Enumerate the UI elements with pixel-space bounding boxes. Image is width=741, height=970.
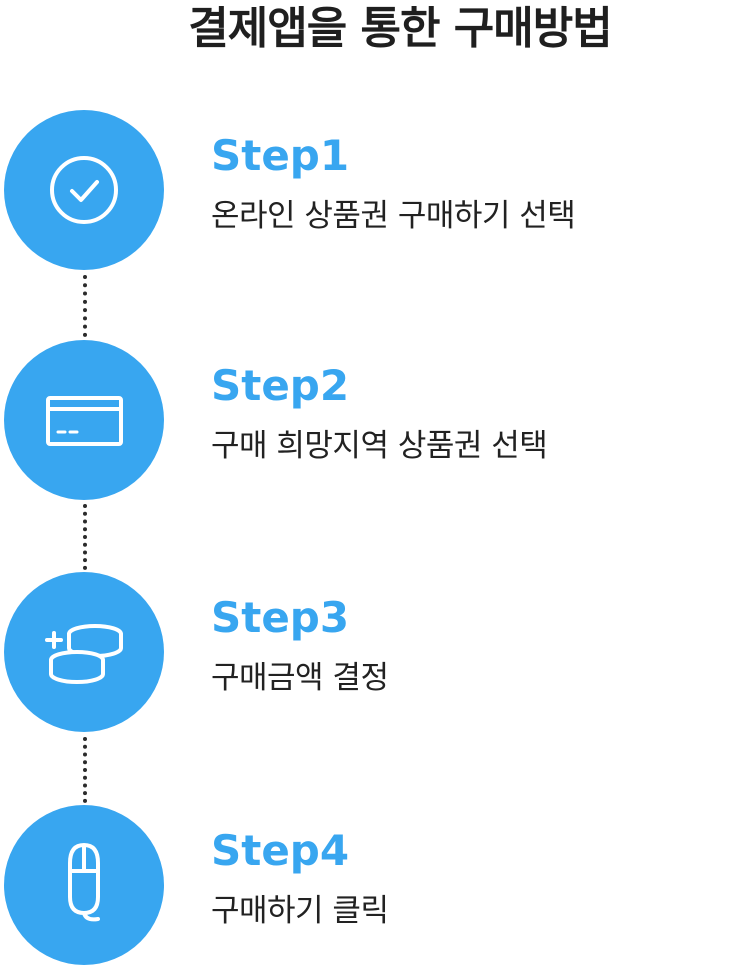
step-description: 온라인 상품권 구매하기 선택 [211, 198, 576, 234]
step-title: Step2 [211, 361, 350, 410]
step-2: Step2 구매 희망지역 상품권 선택 [0, 340, 741, 505]
step-connector [83, 275, 87, 337]
page-title: 결제앱을 통한 구매방법 [188, 3, 612, 54]
step-title: Step3 [211, 593, 350, 642]
step-title: Step1 [211, 131, 350, 180]
step-connector [83, 504, 87, 570]
mouse-icon [68, 843, 100, 922]
step-1-badge [4, 110, 164, 270]
step-2-badge [4, 340, 164, 500]
step-4: Step4 구매하기 클릭 [0, 805, 741, 970]
coins-plus-icon [45, 624, 123, 684]
step-description: 구매금액 결정 [211, 660, 389, 696]
step-3-badge [4, 572, 164, 732]
step-connector [83, 737, 87, 803]
credit-card-icon [46, 396, 123, 446]
step-3: Step3 구매금액 결정 [0, 572, 741, 737]
step-4-badge [4, 805, 164, 965]
step-description: 구매하기 클릭 [211, 893, 389, 929]
step-description: 구매 희망지역 상품권 선택 [211, 428, 548, 464]
step-1: Step1 온라인 상품권 구매하기 선택 [0, 110, 741, 275]
check-circle-icon [50, 156, 118, 224]
step-title: Step4 [211, 826, 350, 875]
